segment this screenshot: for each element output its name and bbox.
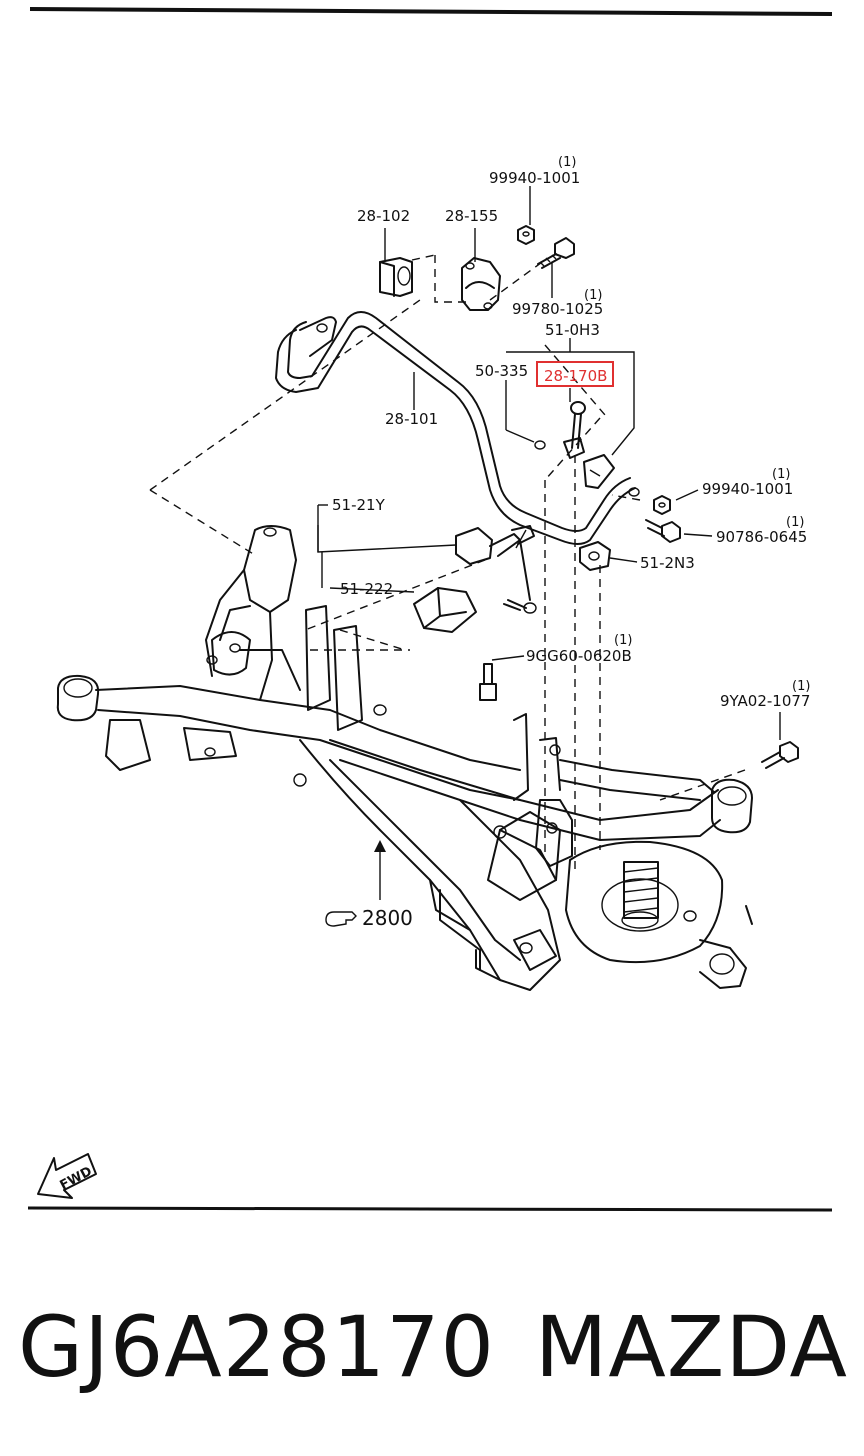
qty-99940-1001-right: (1) xyxy=(772,467,790,482)
label-28-170B[interactable]: 28-170B xyxy=(544,367,607,385)
qty-99940-1001-top: (1) xyxy=(558,155,576,170)
qty-9GG60-0620B: (1) xyxy=(614,633,632,648)
fwd-arrow-icon: FWD xyxy=(37,1153,97,1199)
qty-99780-1025: (1) xyxy=(584,288,602,303)
part-labels: (1) 99940-1001 28-102 28-155 (1) 99780-1… xyxy=(325,155,810,930)
label-99940-1001-top: 99940-1001 xyxy=(489,169,580,187)
qty-90786-0645: (1) xyxy=(786,515,804,530)
rear-subframe xyxy=(56,525,753,991)
label-51-2N3: 51-2N3 xyxy=(640,554,695,572)
nut-99940-1001-top xyxy=(517,225,535,245)
leader-lines xyxy=(317,186,781,900)
bottom-rule xyxy=(27,1206,833,1212)
stabilizer-link xyxy=(534,401,615,489)
bushing-51-2N3 xyxy=(579,541,611,571)
fwd-label: FWD xyxy=(58,1164,95,1193)
qty-9YA02-1077: (1) xyxy=(792,679,810,694)
pointing-hand-icon xyxy=(325,911,357,927)
stabilizer-bar xyxy=(275,311,640,545)
bracket-51-222 xyxy=(413,587,527,633)
label-51-222: 51-222 xyxy=(340,580,393,598)
label-51-21Y: 51-21Y xyxy=(332,496,386,514)
label-9GG60-0620B: 9GG60-0620B xyxy=(526,647,632,665)
label-28-102: 28-102 xyxy=(357,207,410,225)
highlight-box-28-170B xyxy=(536,361,614,387)
label-28-101: 28-101 xyxy=(385,410,438,428)
top-rule xyxy=(29,7,833,16)
bolt-90786-0645 xyxy=(645,519,681,543)
part-number-caption: GJ6A28170 xyxy=(18,1298,495,1396)
bolt-9GG60-0620B xyxy=(479,663,497,701)
assembly-dashed-lines xyxy=(149,254,746,870)
bushing-28-102 xyxy=(379,257,413,297)
label-9YA02-1077: 9YA02-1077 xyxy=(720,692,810,710)
brand-caption: MAZDA xyxy=(534,1298,848,1396)
label-50-335: 50-335 xyxy=(475,362,528,380)
bolt-9YA02-1077 xyxy=(761,741,799,769)
bracket-28-155 xyxy=(461,257,501,311)
sensor-51-21Y xyxy=(455,525,537,614)
bolt-99780-1025 xyxy=(537,237,575,269)
label-90786-0645: 90786-0645 xyxy=(716,528,807,546)
label-2800[interactable]: 2800 xyxy=(362,906,413,930)
label-28-155: 28-155 xyxy=(445,207,498,225)
footer: GJ6A28170 MAZDA xyxy=(0,1292,864,1402)
label-99780-1025: 99780-1025 xyxy=(512,300,603,318)
label-99940-1001-right: 99940-1001 xyxy=(702,480,793,498)
label-51-0H3: 51-0H3 xyxy=(545,321,600,339)
nut-99940-1001-right xyxy=(653,495,671,515)
